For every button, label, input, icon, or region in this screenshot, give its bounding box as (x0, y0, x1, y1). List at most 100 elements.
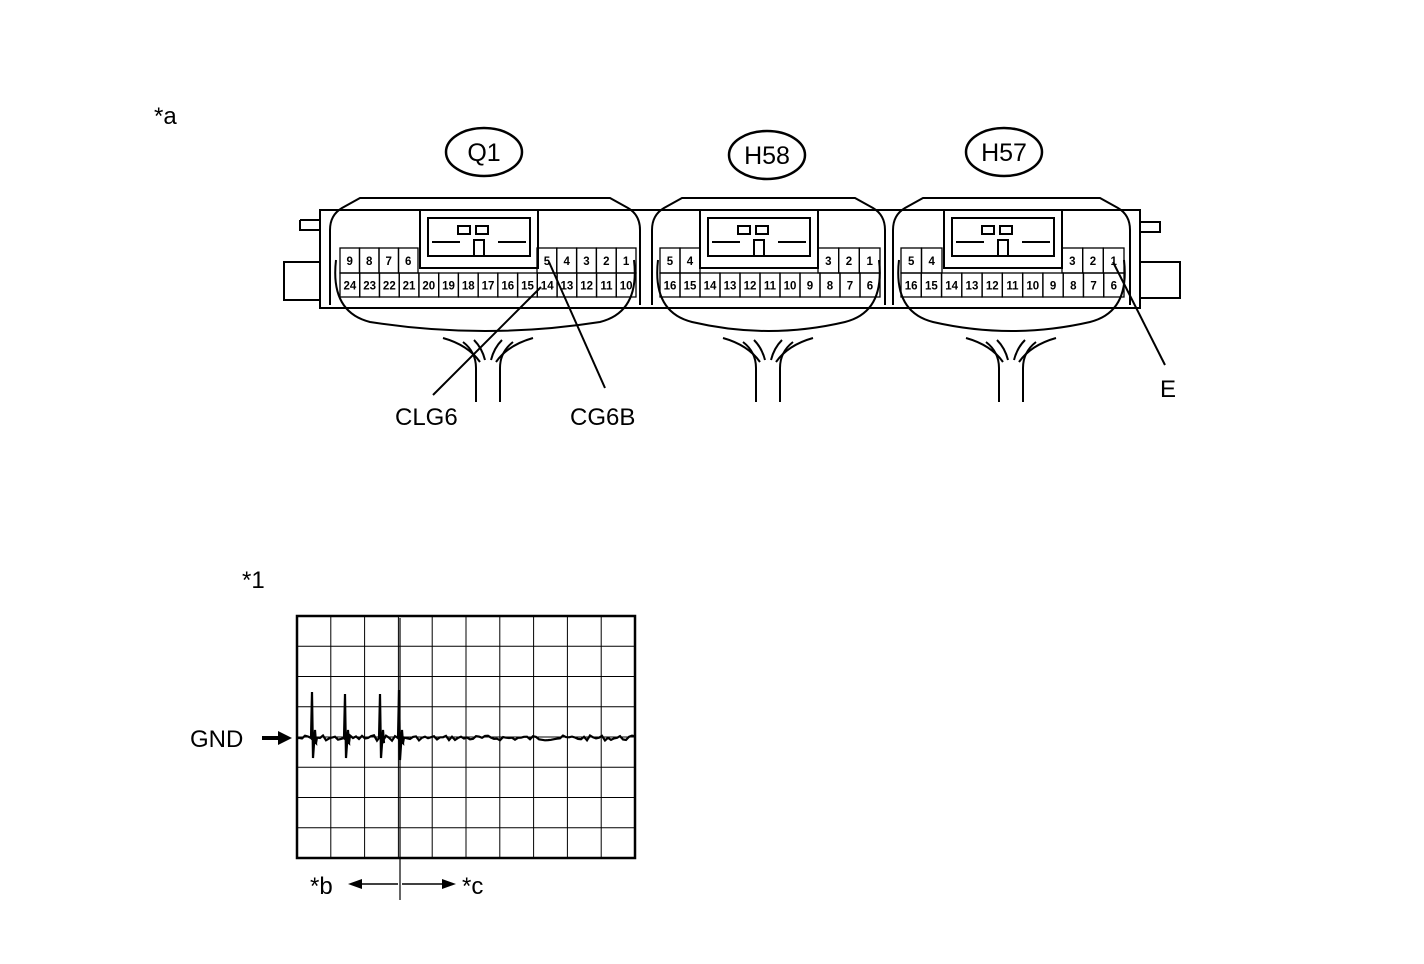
pin-cell: 7 (378, 247, 400, 274)
pin-cell: 4 (679, 247, 701, 274)
pin-number: 16 (905, 281, 918, 293)
pin-number: 19 (442, 281, 455, 293)
pin-number: 5 (908, 256, 915, 268)
time-label-c: *c (462, 873, 483, 900)
pin-cell: 20 (418, 272, 440, 298)
pin-number: 12 (580, 281, 593, 293)
pin-number: 14 (704, 281, 717, 293)
pin-number: 8 (1070, 281, 1077, 293)
connector-label-h57: H57 (964, 126, 1044, 178)
pin-number: 9 (807, 281, 813, 293)
gnd-label: GND (190, 726, 243, 753)
pin-number: 9 (347, 256, 353, 268)
pin-cell: 8 (358, 247, 380, 274)
pin-number: 11 (1006, 281, 1019, 293)
view-label-1: *1 (242, 567, 265, 594)
pin-cell: 1 (858, 247, 881, 274)
pin-cell: 5 (900, 247, 923, 274)
connector-label-q1: Q1 (444, 126, 524, 178)
pin-number: 7 (847, 281, 853, 293)
pin-cell: 14 (536, 272, 558, 298)
pin-cell: 16 (900, 272, 922, 298)
pin-cell: 5 (659, 247, 681, 274)
pin-number: 14 (541, 281, 554, 293)
pin-cell: 15 (920, 272, 943, 298)
pin-number: 4 (687, 256, 694, 268)
pin-number: 9 (1050, 281, 1056, 293)
pin-number: 1 (623, 256, 630, 268)
terminal-label-e: E (1160, 376, 1176, 403)
pin-cell: 2 (838, 247, 860, 274)
pin-number: 4 (563, 256, 570, 268)
pin-cell: 16 (659, 272, 681, 298)
pin-number: 16 (501, 281, 514, 293)
pin-cell: 18 (457, 272, 479, 298)
pin-number: 10 (784, 281, 797, 293)
pin-cell: 24 (339, 272, 361, 298)
pin-cell: 8 (819, 272, 841, 298)
pin-cell: 2 (1082, 247, 1104, 274)
pin-cell: 9 (339, 247, 361, 274)
pin-cell: 11 (1001, 272, 1024, 298)
pin-number: 3 (825, 256, 831, 268)
pin-cell: 9 (799, 272, 821, 298)
connector-housing-3 (892, 197, 1131, 402)
pin-number: 7 (1090, 281, 1096, 293)
pin-cell: 8 (1062, 272, 1085, 298)
pin-number: 17 (482, 281, 495, 293)
pin-number: 22 (383, 281, 396, 293)
connector-housings (329, 197, 1131, 402)
pin-number: 6 (867, 281, 873, 293)
pin-cell: 14 (940, 272, 963, 298)
connector-housing-2 (651, 197, 886, 402)
pin-cell: 17 (477, 272, 499, 298)
pin-cell: 9 (1042, 272, 1064, 298)
connector-label-h58: H58 (727, 129, 807, 181)
pin-cell: 10 (615, 272, 637, 298)
connector-name-q1: Q1 (467, 139, 500, 167)
pin-number: 2 (1090, 256, 1096, 268)
waveform-trace (296, 689, 636, 761)
pin-number: 15 (925, 281, 938, 293)
pin-number: 21 (403, 281, 416, 293)
gnd-arrow-icon (262, 731, 292, 745)
pin-number: 13 (966, 281, 979, 293)
pin-cell: 13 (961, 272, 983, 298)
pin-number: 16 (664, 281, 677, 293)
pin-number: 12 (986, 281, 999, 293)
pin-number: 12 (744, 281, 757, 293)
pin-cell: 13 (719, 272, 741, 298)
pin-number: 2 (846, 256, 852, 268)
pin-number: 14 (945, 281, 958, 293)
pin-cell: 3 (1061, 247, 1084, 274)
pin-number: 11 (600, 281, 613, 293)
pin-number: 23 (363, 281, 376, 293)
pin-cell: 23 (359, 272, 381, 298)
pin-number: 10 (620, 281, 633, 293)
ecu-body (283, 209, 1181, 309)
view-label-a: *a (154, 103, 177, 130)
connector-name-h58: H58 (744, 142, 790, 170)
pin-number: 3 (1069, 256, 1075, 268)
arrow-right-icon (402, 879, 456, 889)
pin-number: 4 (929, 256, 936, 268)
pin-number: 3 (583, 256, 589, 268)
pin-cell: 11 (595, 272, 617, 298)
pin-cell: 7 (839, 272, 861, 298)
time-label-b: *b (310, 873, 333, 900)
pin-cell: 22 (378, 272, 400, 298)
arrow-left-icon (348, 879, 398, 889)
pin-number: 24 (343, 281, 356, 293)
pin-number: 13 (561, 281, 574, 293)
pin-cell: 12 (576, 272, 598, 298)
pin-cell: 12 (981, 272, 1004, 298)
pin-cell: 7 (1082, 272, 1105, 298)
terminal-leaders (432, 261, 1166, 396)
pin-number: 6 (405, 256, 411, 268)
pin-number: 1 (866, 256, 873, 268)
pin-cell: 3 (817, 247, 840, 274)
pin-cell: 16 (497, 272, 519, 298)
pin-number: 8 (366, 256, 373, 268)
